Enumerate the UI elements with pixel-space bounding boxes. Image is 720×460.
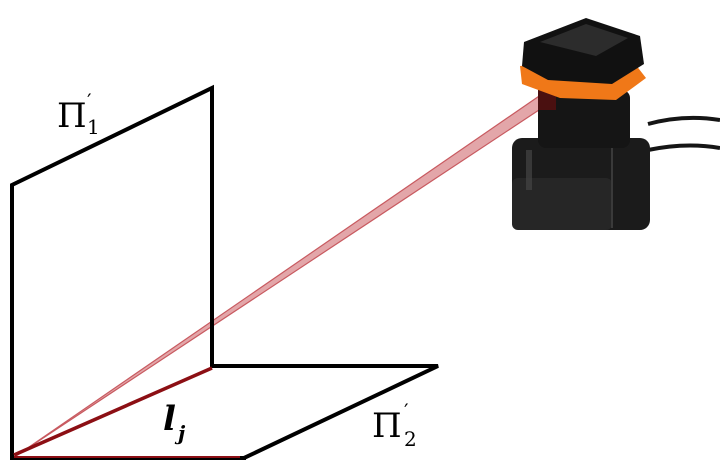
laser-fan-edge-lower bbox=[16, 106, 545, 456]
sensor-glint bbox=[526, 150, 532, 190]
plane-2-prime: ′ bbox=[404, 399, 409, 423]
line-label-symbol: l bbox=[163, 399, 176, 439]
plane-2-label: Π ′ 2 bbox=[372, 399, 417, 451]
sensor-cable-lower bbox=[648, 146, 720, 150]
plane-1-prime: ′ bbox=[87, 89, 92, 113]
line-label: l j bbox=[163, 399, 186, 445]
plane-1-label: Π ′ 1 bbox=[57, 89, 100, 139]
plane-1-index: 1 bbox=[87, 115, 100, 139]
plane-2-symbol: Π bbox=[372, 406, 402, 446]
plane-2-index: 2 bbox=[404, 427, 417, 451]
sensor-cable-upper bbox=[648, 118, 720, 124]
plane-1-symbol: Π bbox=[57, 96, 87, 136]
lidar-sensor-icon bbox=[512, 18, 720, 230]
vertical-plane-outline bbox=[12, 88, 212, 456]
